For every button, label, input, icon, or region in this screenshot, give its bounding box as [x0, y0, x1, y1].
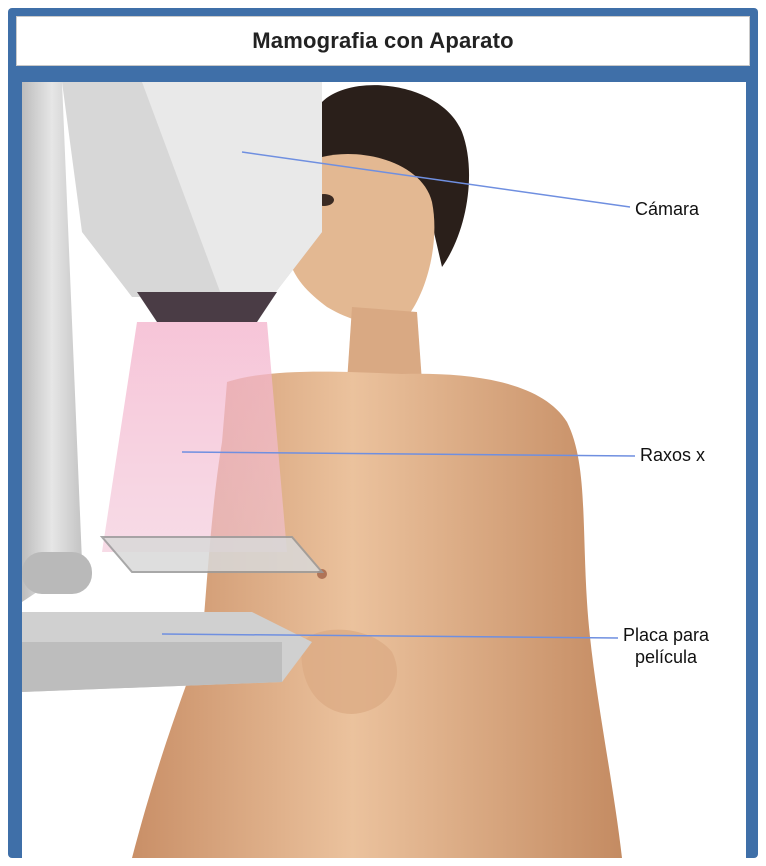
diagram-title: Mamografia con Aparato: [252, 28, 514, 54]
film-plate: [22, 612, 312, 692]
xray-beam: [102, 322, 287, 552]
film-plate-label: Placa para película: [623, 624, 709, 668]
camera-label: Cámara: [635, 198, 699, 220]
film-plate-label-line1: Placa para: [623, 624, 709, 646]
film-plate-label-line2: película: [623, 646, 709, 668]
title-bar: Mamografia con Aparato: [16, 16, 750, 66]
camera-unit: [42, 82, 322, 322]
xray-label: Raxos x: [640, 444, 705, 466]
illustration-panel: Cámara Raxos x Placa para película: [22, 82, 746, 858]
